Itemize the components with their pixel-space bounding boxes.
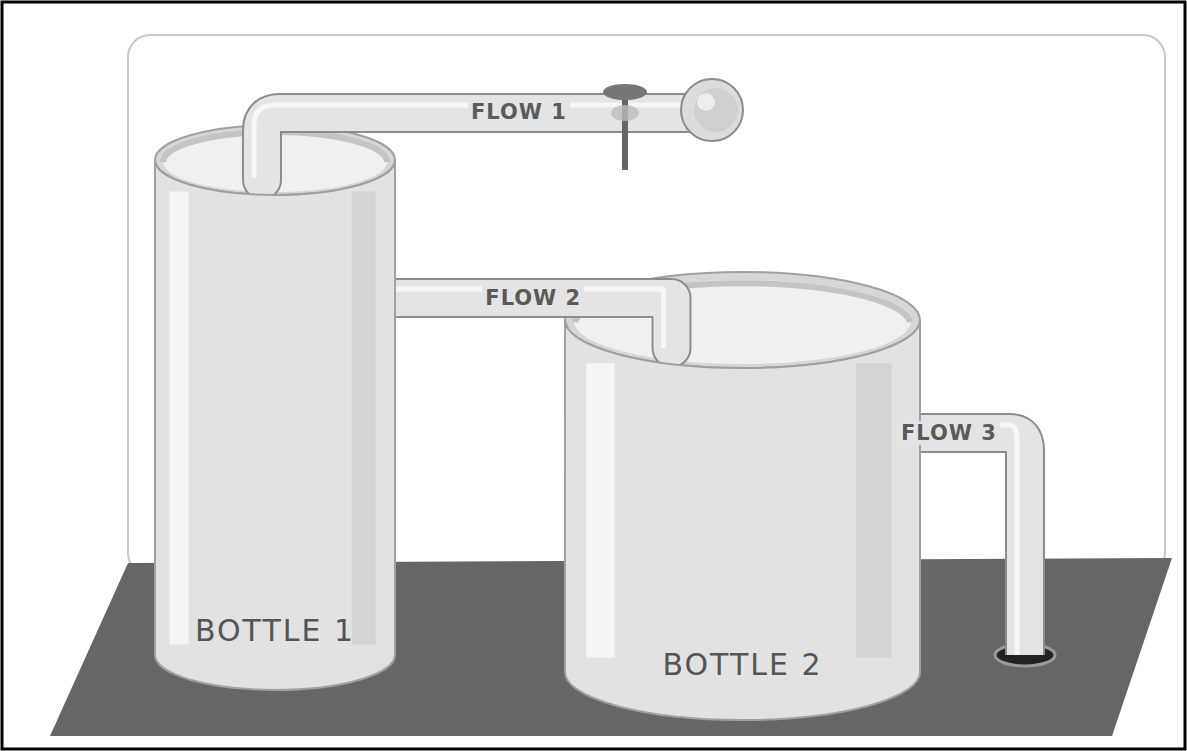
flow-label: FLOW 3 [898,421,1000,445]
bottle-body [155,160,395,690]
tap [603,84,647,170]
bottle-label: BOTTLE 2 [565,647,920,682]
bottle-label: BOTTLE 1 [155,613,395,648]
bottle: BOTTLE 2 [565,320,920,720]
flow-label: FLOW 1 [468,100,570,124]
bottle: BOTTLE 1 [155,160,395,690]
flange [681,79,743,141]
flow-label: FLOW 2 [482,286,584,310]
